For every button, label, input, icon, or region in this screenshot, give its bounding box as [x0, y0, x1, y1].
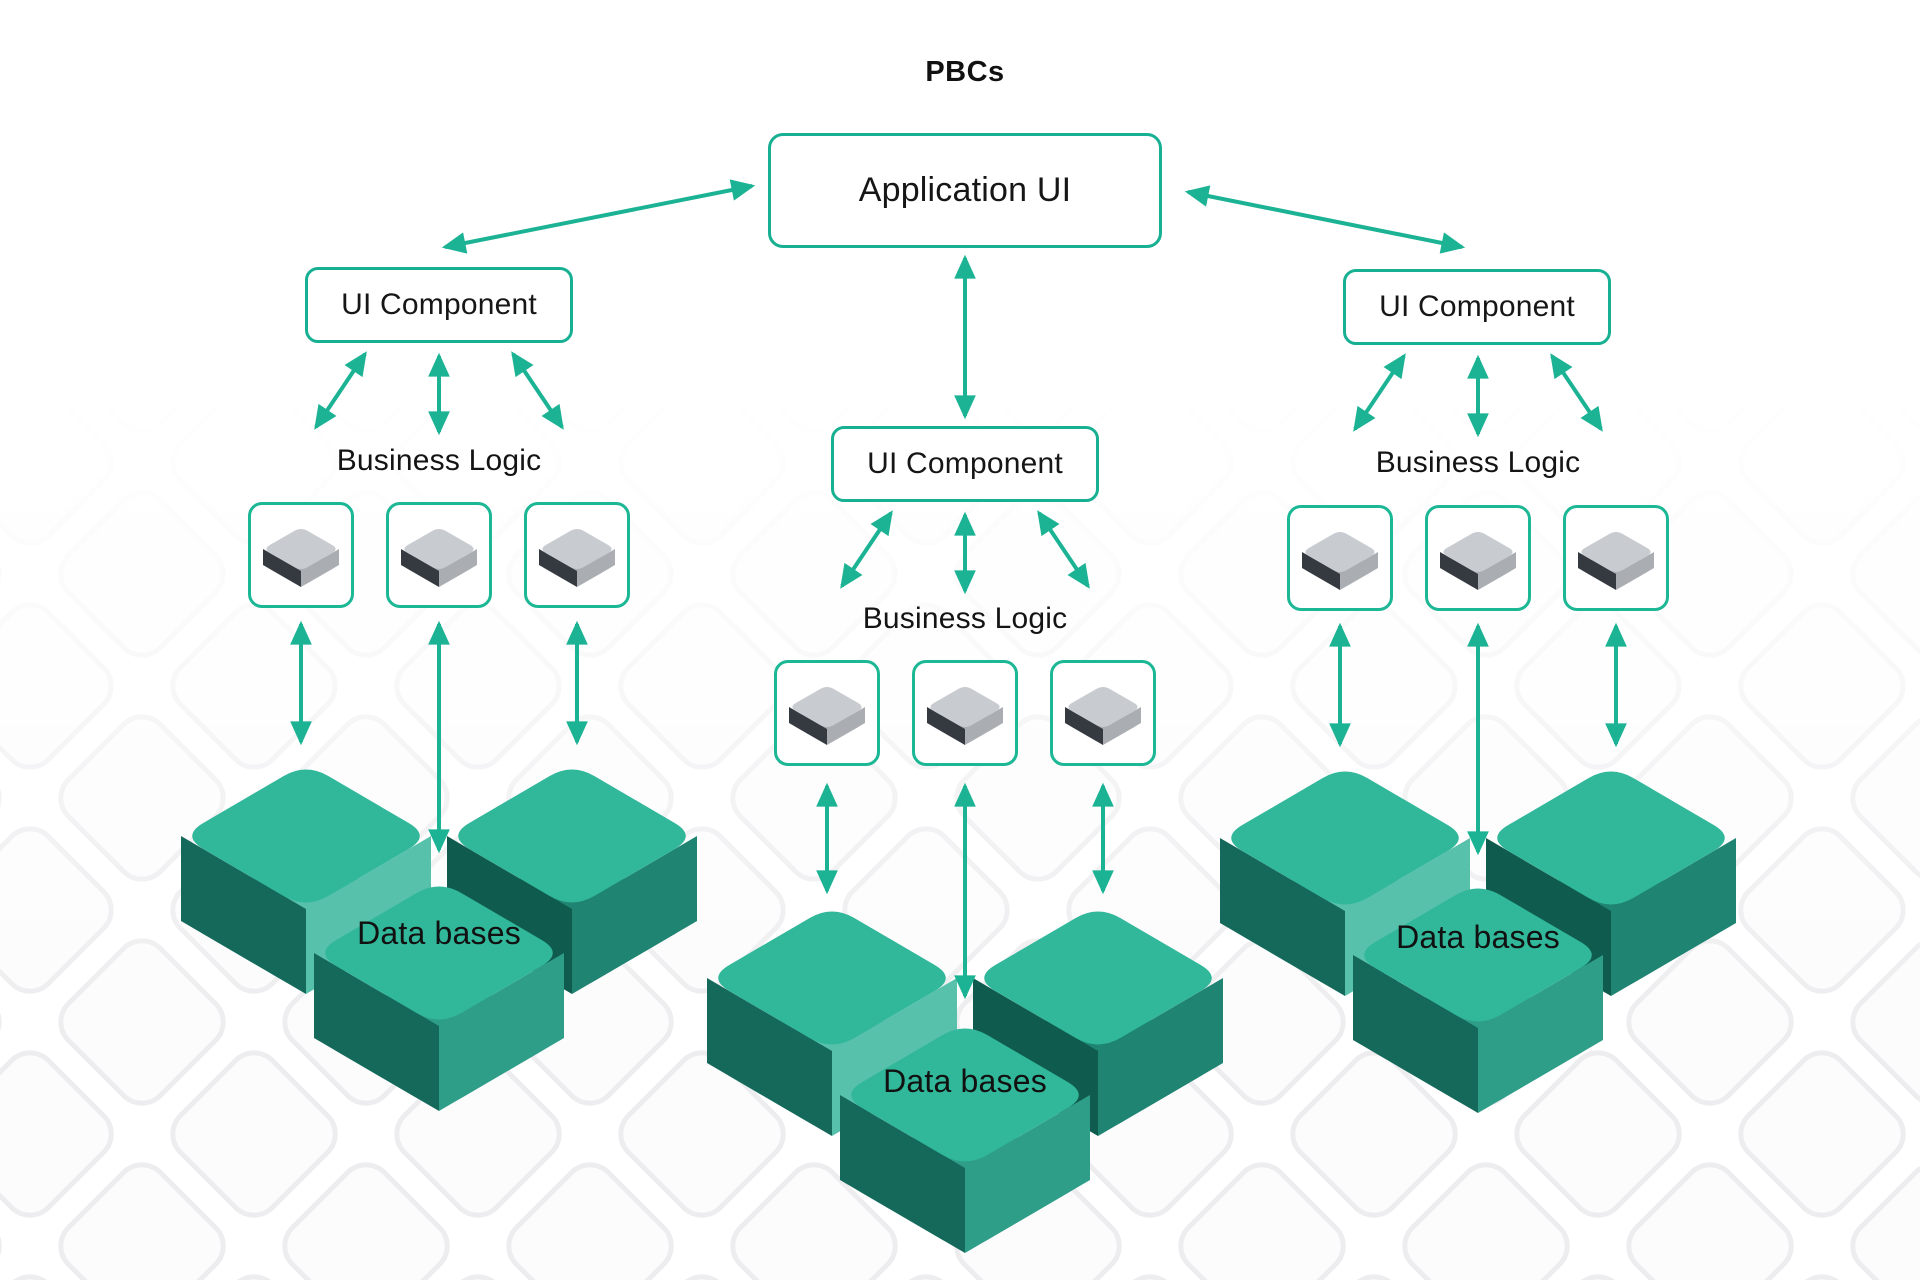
databases-label: Data bases: [1396, 919, 1560, 955]
cube-3d-icon: [840, 1028, 1090, 1253]
chip-3d-icon: [1440, 532, 1516, 590]
business-logic-module: [248, 502, 354, 608]
ui-component-node-center: UI Component: [831, 426, 1099, 502]
cube-3d-icon: [181, 769, 431, 994]
application-ui-node: Application UI: [768, 133, 1162, 248]
business-logic-module: [524, 502, 630, 608]
business-logic-label-left: Business Logic: [336, 444, 542, 477]
ui-component-node-left: UI Component: [305, 267, 573, 343]
database-cluster-left: Data bases: [181, 769, 697, 1111]
cube-3d-icon: [1353, 888, 1603, 1113]
ui-component-node-right: UI Component: [1343, 269, 1611, 345]
cube-3d-icon: [707, 911, 957, 1136]
business-logic-module: [386, 502, 492, 608]
business-logic-module: [1425, 505, 1531, 611]
chip-3d-icon: [1578, 532, 1654, 590]
chip-3d-icon: [401, 529, 477, 587]
cube-3d-icon: [314, 886, 564, 1111]
business-logic-module: [774, 660, 880, 766]
diagram-title: PBCs: [925, 56, 1005, 88]
chip-3d-icon: [927, 687, 1003, 745]
database-cluster-center: Data bases: [707, 911, 1223, 1253]
database-cluster-right: Data bases: [1220, 771, 1736, 1113]
business-logic-label-right: Business Logic: [1375, 446, 1581, 479]
chip-3d-icon: [263, 529, 339, 587]
chip-3d-icon: [1302, 532, 1378, 590]
business-logic-module: [1050, 660, 1156, 766]
business-logic-module: [912, 660, 1018, 766]
databases-label: Data bases: [883, 1063, 1047, 1099]
chip-3d-icon: [1065, 687, 1141, 745]
business-logic-module: [1287, 505, 1393, 611]
business-logic-label-center: Business Logic: [862, 602, 1068, 635]
chip-3d-icon: [539, 529, 615, 587]
business-logic-module: [1563, 505, 1669, 611]
databases-label: Data bases: [357, 915, 521, 951]
chip-3d-icon: [789, 687, 865, 745]
